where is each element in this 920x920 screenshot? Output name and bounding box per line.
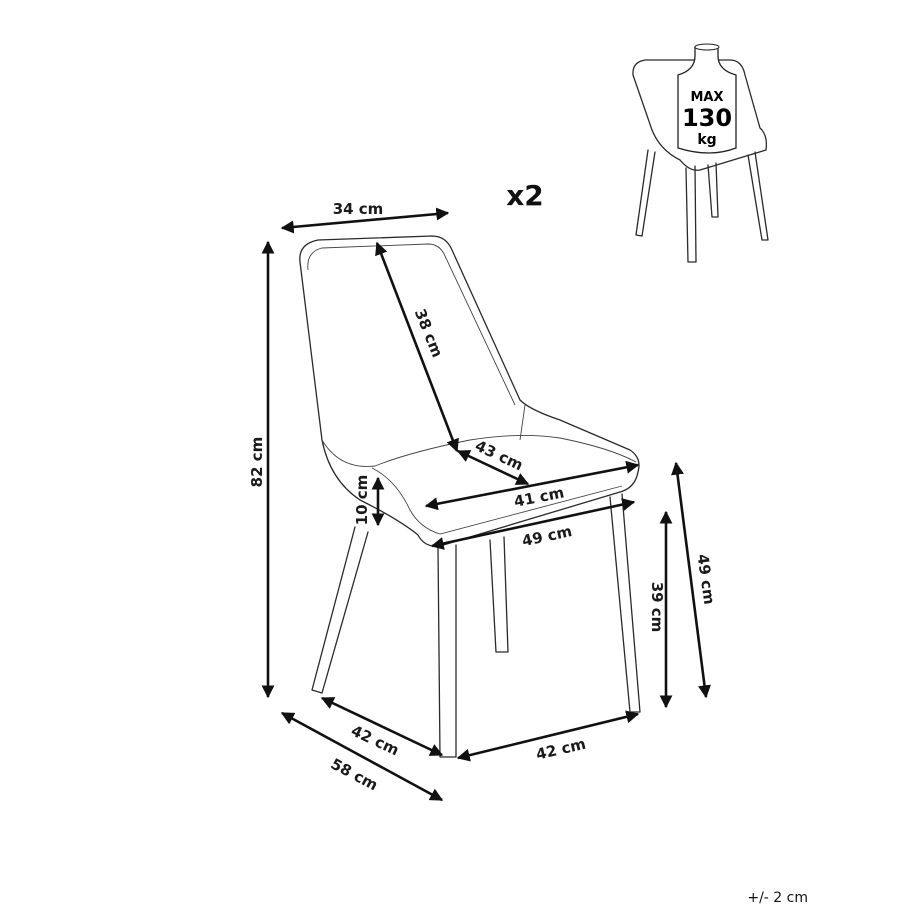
top-seat-height-label: 49 cm (694, 553, 719, 606)
seat-height-label: 39 cm (648, 582, 666, 633)
seat-thickness-label: 10 cm (353, 475, 371, 526)
backrest-height-label: 38 cm (411, 306, 447, 360)
quantity-label: x2 (506, 179, 544, 212)
seat-depth-label: 43 cm (472, 437, 525, 475)
weight-icon (677, 46, 737, 154)
total-height-label: 82 cm (248, 437, 266, 488)
tolerance-label: +/- 2 cm (747, 890, 808, 906)
backrest-width-label: 34 cm (333, 200, 384, 218)
max-weight-unit: kg (697, 132, 716, 148)
leg-span-front-label: 42 cm (534, 735, 587, 764)
total-depth-label: 58 cm (328, 755, 381, 795)
dimension-arrows (261, 207, 711, 802)
max-weight-value: 130 (682, 104, 732, 132)
max-load-illustration: MAX 130 kg (632, 43, 769, 263)
max-label: MAX (690, 90, 723, 105)
